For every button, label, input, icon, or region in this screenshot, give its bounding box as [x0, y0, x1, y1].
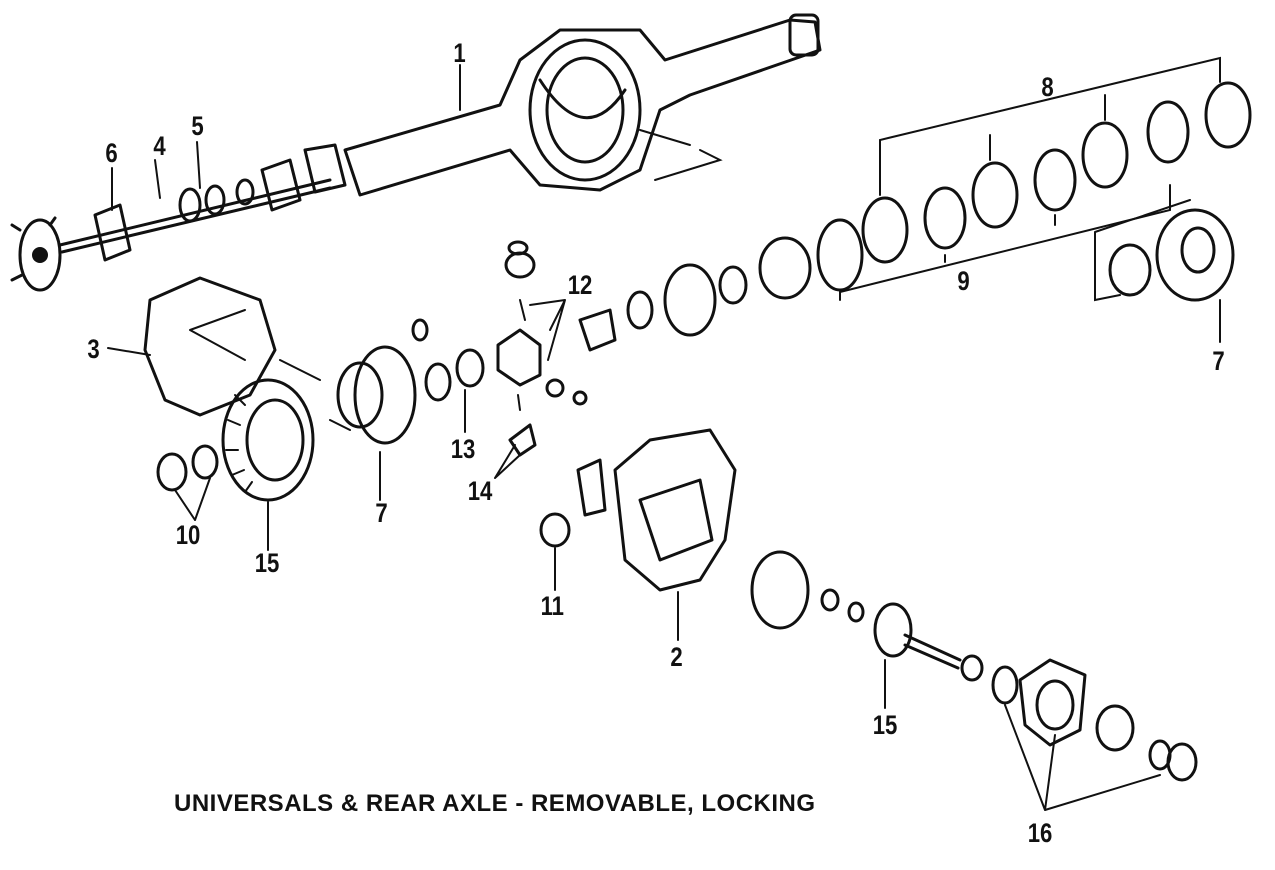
shim-set	[839, 56, 1252, 301]
callout-8: 8	[1041, 72, 1054, 102]
differential-case	[279, 318, 485, 445]
callout-9: 9	[957, 266, 970, 296]
callout-6: 6	[105, 138, 118, 168]
callout-15-left: 15	[254, 548, 280, 578]
callout-12: 12	[567, 270, 593, 300]
spider-gears	[496, 240, 617, 457]
callout-4: 4	[153, 131, 166, 161]
callout-11: 11	[540, 591, 564, 621]
callout-16: 16	[1027, 818, 1053, 848]
callout-7-right: 7	[1212, 346, 1225, 376]
callout-3: 3	[87, 334, 100, 364]
callout-2: 2	[670, 642, 683, 672]
callout-15-right: 15	[872, 710, 898, 740]
side-bearing-rings	[626, 218, 864, 337]
callout-14: 14	[467, 476, 493, 506]
callout-1: 1	[453, 38, 466, 68]
callout-13: 13	[450, 434, 476, 464]
callout-5: 5	[191, 111, 204, 141]
callout-7-left: 7	[375, 498, 388, 528]
leader-lines	[107, 64, 1221, 811]
bearing-cups	[156, 444, 219, 492]
cover-gasket	[143, 276, 277, 417]
callout-10: 10	[175, 520, 201, 550]
axle-shaft-assembly	[10, 143, 347, 292]
ring-gear	[221, 378, 315, 502]
carrier-flange	[1094, 199, 1235, 302]
diagram-caption: UNIVERSALS & REAR AXLE - REMOVABLE, LOCK…	[174, 790, 816, 817]
carrier-housing	[539, 428, 737, 592]
pinion-yoke	[991, 658, 1198, 782]
axle-housing	[343, 13, 822, 197]
pinion-assembly	[750, 550, 984, 682]
